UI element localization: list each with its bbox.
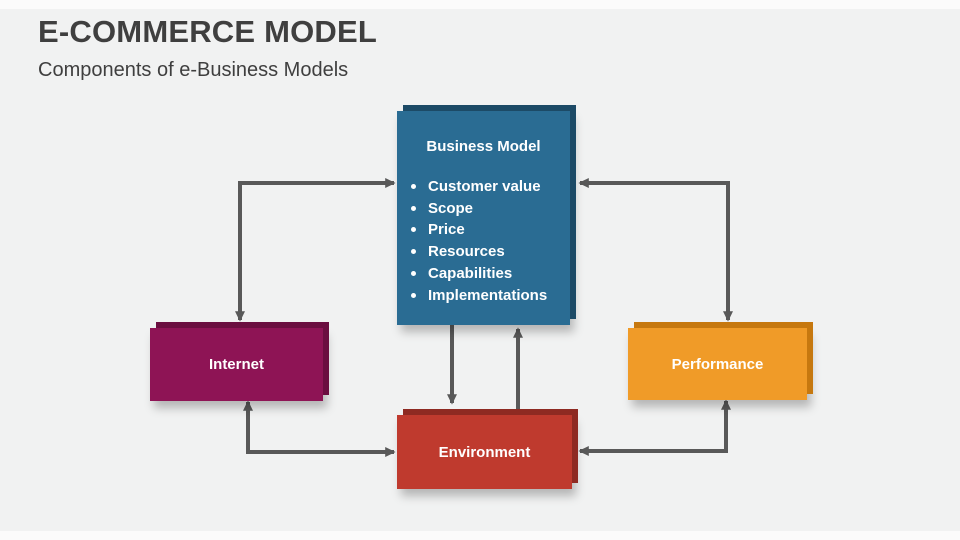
page-subtitle: Components of e-Business Models xyxy=(38,59,349,81)
box-internet: Internet xyxy=(150,328,323,401)
list-item: Resources xyxy=(411,241,570,263)
box-business-model: Business Model Customer value Scope Pric… xyxy=(397,111,570,325)
connector-internet-business-model xyxy=(235,178,396,322)
list-item: Scope xyxy=(411,198,570,220)
connector-performance-business-model xyxy=(578,178,733,322)
connector-internet-environment xyxy=(243,400,396,457)
list-item: Customer value xyxy=(411,176,570,198)
connector-performance-environment xyxy=(578,399,731,456)
business-model-list: Customer value Scope Price Resources Cap… xyxy=(397,176,570,306)
box-environment: Environment xyxy=(397,415,572,489)
list-item: Price xyxy=(411,219,570,241)
box-performance: Performance xyxy=(628,328,807,400)
environment-label: Environment xyxy=(438,443,531,461)
page-title: E-COMMERCE MODEL xyxy=(38,14,378,49)
business-model-title: Business Model xyxy=(426,138,541,155)
performance-label: Performance xyxy=(671,355,764,373)
list-item: Implementations xyxy=(411,285,570,307)
internet-label: Internet xyxy=(208,356,264,373)
list-item: Capabilities xyxy=(411,263,570,285)
